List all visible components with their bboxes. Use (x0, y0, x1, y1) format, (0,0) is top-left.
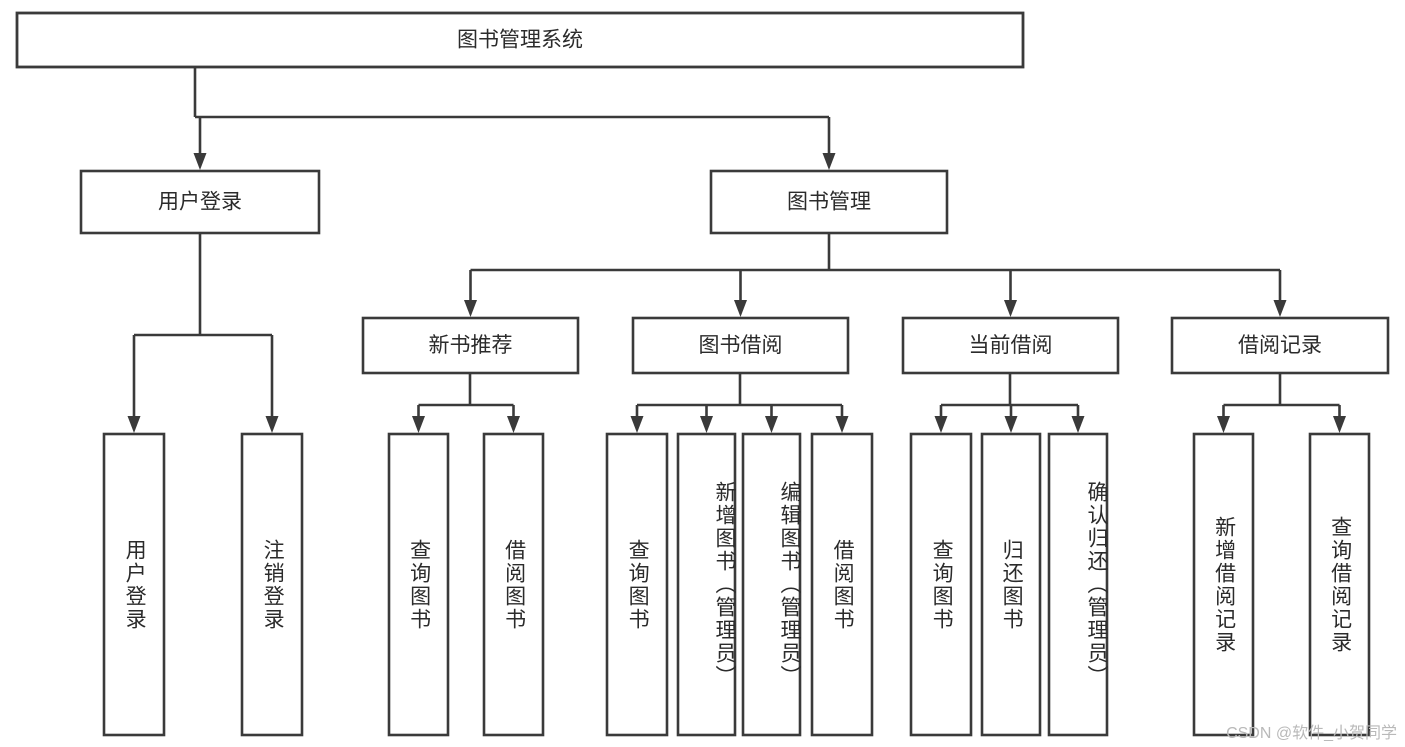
connector-group-new-book-rec (412, 373, 520, 433)
node-box[interactable] (1047, 432, 1109, 737)
node-leaf-confirm-return[interactable] (1047, 432, 1109, 737)
node-leaf-user-login[interactable] (102, 432, 166, 737)
node-box[interactable] (605, 432, 669, 737)
edges-layer (127, 67, 1346, 433)
arrow-head-icon (1273, 300, 1287, 317)
node-label: 图书管理 (787, 191, 871, 214)
node-box[interactable] (980, 432, 1042, 737)
node-box[interactable] (631, 316, 850, 375)
arrow-head-icon (822, 153, 836, 170)
node-box[interactable] (79, 169, 321, 235)
node-borrow-records[interactable]: 借阅记录 (1170, 316, 1390, 375)
arrow-head-icon (765, 416, 778, 433)
node-box[interactable] (1308, 432, 1371, 737)
node-box[interactable] (387, 432, 450, 737)
node-box[interactable] (240, 432, 304, 737)
node-new-book-rec[interactable]: 新书推荐 (361, 316, 580, 375)
arrow-head-icon (464, 300, 477, 317)
connector-group-user-login (127, 233, 279, 433)
node-book-borrow[interactable]: 图书借阅 (631, 316, 850, 375)
node-box[interactable] (741, 432, 802, 737)
arrow-head-icon (1333, 416, 1346, 433)
arrow-head-icon (412, 416, 425, 433)
node-box[interactable] (709, 169, 949, 235)
node-box[interactable] (909, 432, 973, 737)
arrow-head-icon (734, 300, 747, 317)
arrow-head-icon (507, 416, 520, 433)
arrow-head-icon (934, 416, 948, 433)
node-label: 借阅记录 (1238, 334, 1322, 357)
node-leaf-query-record[interactable] (1308, 432, 1371, 737)
node-leaf-logout[interactable] (240, 432, 304, 737)
node-box[interactable] (15, 11, 1025, 69)
node-label: 用户登录 (158, 191, 242, 214)
node-user-login[interactable]: 用户登录 (79, 169, 321, 235)
arrow-head-icon (1217, 416, 1230, 433)
connector-group-borrow-records (1217, 373, 1346, 433)
arrow-head-icon (1004, 300, 1017, 317)
node-box[interactable] (901, 316, 1120, 375)
arrow-head-icon (193, 153, 207, 170)
node-leaf-edit-book[interactable] (741, 432, 802, 737)
arrow-head-icon (127, 416, 141, 433)
node-leaf-query-book-2[interactable] (605, 432, 669, 737)
arrow-head-icon (630, 416, 644, 433)
node-box[interactable] (1192, 432, 1255, 737)
node-box[interactable] (102, 432, 166, 737)
node-label: 图书借阅 (699, 334, 783, 357)
csdn-watermark: CSDN @软件_小贺同学 (1226, 725, 1397, 742)
connector-group-book-manage (464, 233, 1287, 317)
arrow-head-icon (700, 416, 713, 433)
node-label: 图书管理系统 (457, 29, 583, 52)
node-box[interactable] (676, 432, 737, 737)
node-label: 新书推荐 (429, 334, 513, 357)
arrow-head-icon (265, 416, 279, 433)
node-leaf-query-book-3[interactable] (909, 432, 973, 737)
node-book-manage[interactable]: 图书管理 (709, 169, 949, 235)
arrow-head-icon (835, 416, 849, 433)
node-current-borrow[interactable]: 当前借阅 (901, 316, 1120, 375)
node-root[interactable]: 图书管理系统 (15, 11, 1025, 69)
node-leaf-return-book[interactable] (980, 432, 1042, 737)
node-box[interactable] (482, 432, 545, 737)
arrow-head-icon (1004, 416, 1018, 433)
node-label: 当前借阅 (969, 334, 1053, 357)
node-leaf-add-record[interactable] (1192, 432, 1255, 737)
connector-group-root (193, 67, 836, 170)
node-box[interactable] (361, 316, 580, 375)
node-leaf-borrow-book-1[interactable] (482, 432, 545, 737)
node-leaf-borrow-book-2[interactable] (810, 432, 874, 737)
arrow-head-icon (1071, 416, 1085, 433)
node-box[interactable] (1170, 316, 1390, 375)
node-leaf-add-book[interactable] (676, 432, 737, 737)
node-leaf-query-book-1[interactable] (387, 432, 450, 737)
connector-group-book-borrow (630, 373, 849, 433)
connector-group-current-borrow (934, 373, 1085, 433)
node-box[interactable] (810, 432, 874, 737)
